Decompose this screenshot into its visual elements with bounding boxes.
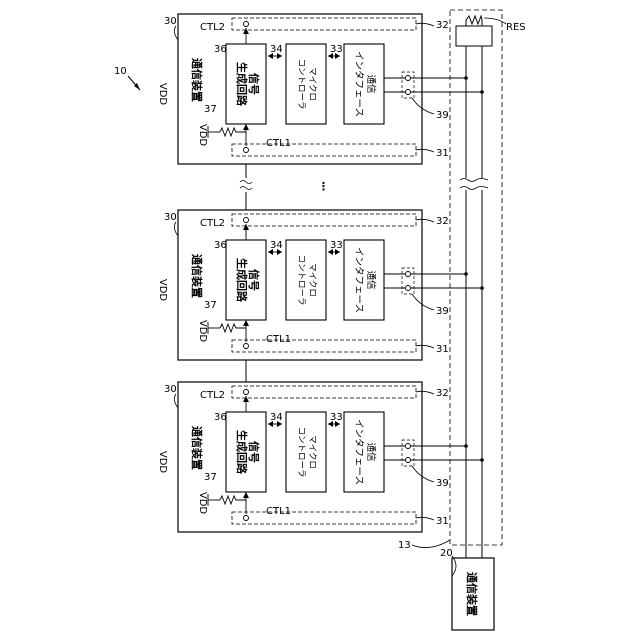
micro-ref: 34 <box>270 44 283 55</box>
bus-terminal <box>406 272 411 277</box>
port-bottom-ref: 31 <box>436 344 449 355</box>
resistor-ref: 37 <box>204 104 217 115</box>
ctl1-label: CTL1 <box>266 138 291 149</box>
terminal <box>244 218 249 223</box>
signal-circuit-label-line-2: 生成回路 <box>235 430 249 475</box>
bus-terminal <box>406 444 411 449</box>
micro-label-line-1: マイクロ <box>307 435 317 469</box>
interface-label-line-2: インタフェース <box>353 247 364 313</box>
port-bottom-ref: 31 <box>436 148 449 159</box>
resistor-ref: 37 <box>204 472 217 483</box>
vdd-label: VDD <box>157 279 168 302</box>
signal-circuit-label-line-1: 信号 <box>247 269 261 291</box>
interface-label-line-1: 通信 <box>365 442 377 461</box>
terminal <box>244 390 249 395</box>
bus-terminal <box>406 458 411 463</box>
bus-terminal <box>406 76 411 81</box>
communication-unit-2: 303231信号生成回路36マイクロコントローラ34通信インタフェース33CTL… <box>157 210 484 360</box>
micro-ref: 34 <box>270 240 283 251</box>
terminal <box>244 344 249 349</box>
micro-label-line-2: コントローラ <box>296 254 306 305</box>
bus-port-ref: 39 <box>436 306 449 317</box>
unit-title: 通信装置 <box>190 254 204 298</box>
terminal <box>244 516 249 521</box>
interface-ref: 33 <box>330 412 343 423</box>
port-bottom-ref: 31 <box>436 516 449 527</box>
signal-circuit-ref: 36 <box>214 412 227 423</box>
bus-lines <box>460 45 488 558</box>
units-ellipsis: ⋮ <box>318 180 329 193</box>
interface-label-line-2: インタフェース <box>353 51 364 117</box>
interface-label-line-1: 通信 <box>365 270 377 289</box>
interface-label-line-2: インタフェース <box>353 419 364 485</box>
ctl1-label: CTL1 <box>266 506 291 517</box>
vdd-label: VDD <box>157 83 168 106</box>
system-ref-label: 10 <box>114 66 127 77</box>
signal-circuit-label-line-1: 信号 <box>247 441 261 463</box>
signal-circuit-label-line-1: 信号 <box>247 73 261 95</box>
termination-resistor: RES <box>456 16 526 46</box>
bus-port-ref: 39 <box>436 110 449 121</box>
signal-circuit-ref: 36 <box>214 240 227 251</box>
ctl2-label: CTL2 <box>200 218 225 229</box>
terminal <box>244 22 249 27</box>
unit-title: 通信装置 <box>190 426 204 470</box>
terminal <box>244 148 249 153</box>
master-device: 通信装置 20 <box>440 548 494 630</box>
vdd-resistor-label: VDD <box>197 124 208 147</box>
system-reference: 10 <box>114 66 140 90</box>
bus-ref-label: 13 <box>398 540 411 551</box>
micro-label-line-1: マイクロ <box>307 67 317 101</box>
resistor-ref: 37 <box>204 300 217 311</box>
port-top-ref: 32 <box>436 388 449 399</box>
ctl1-label: CTL1 <box>266 334 291 345</box>
signal-circuit-label-line-2: 生成回路 <box>235 258 249 303</box>
unit-ref-label: 30 <box>164 16 177 27</box>
bus-terminal <box>406 286 411 291</box>
micro-label-line-2: コントローラ <box>296 426 306 477</box>
signal-circuit-ref: 36 <box>214 44 227 55</box>
ctl2-label: CTL2 <box>200 390 225 401</box>
vdd-label: VDD <box>157 451 168 474</box>
micro-label-line-1: マイクロ <box>307 263 317 297</box>
port-top-ref: 32 <box>436 216 449 227</box>
interface-ref: 33 <box>330 44 343 55</box>
micro-ref: 34 <box>270 412 283 423</box>
bus-port-ref: 39 <box>436 478 449 489</box>
vdd-resistor-label: VDD <box>197 320 208 343</box>
unit-ref-label: 30 <box>164 212 177 223</box>
port-top-ref: 32 <box>436 20 449 31</box>
signal-circuit-label-line-2: 生成回路 <box>235 62 249 107</box>
ctl2-label: CTL2 <box>200 22 225 33</box>
interface-label-line-1: 通信 <box>365 74 377 93</box>
bus-frame <box>450 10 502 545</box>
master-label: 通信装置 <box>465 572 479 616</box>
master-ref-label: 20 <box>440 548 453 559</box>
unit-ref-label: 30 <box>164 384 177 395</box>
communication-unit-1: 303231信号生成回路36マイクロコントローラ34通信インタフェース33CTL… <box>157 14 484 164</box>
interface-ref: 33 <box>330 240 343 251</box>
unit-title: 通信装置 <box>190 58 204 102</box>
bus-terminal <box>406 90 411 95</box>
micro-label-line-2: コントローラ <box>296 58 306 109</box>
resistor-label: RES <box>506 22 526 33</box>
vdd-resistor-label: VDD <box>197 492 208 515</box>
communication-unit-3: 303231信号生成回路36マイクロコントローラ34通信インタフェース33CTL… <box>157 382 484 532</box>
